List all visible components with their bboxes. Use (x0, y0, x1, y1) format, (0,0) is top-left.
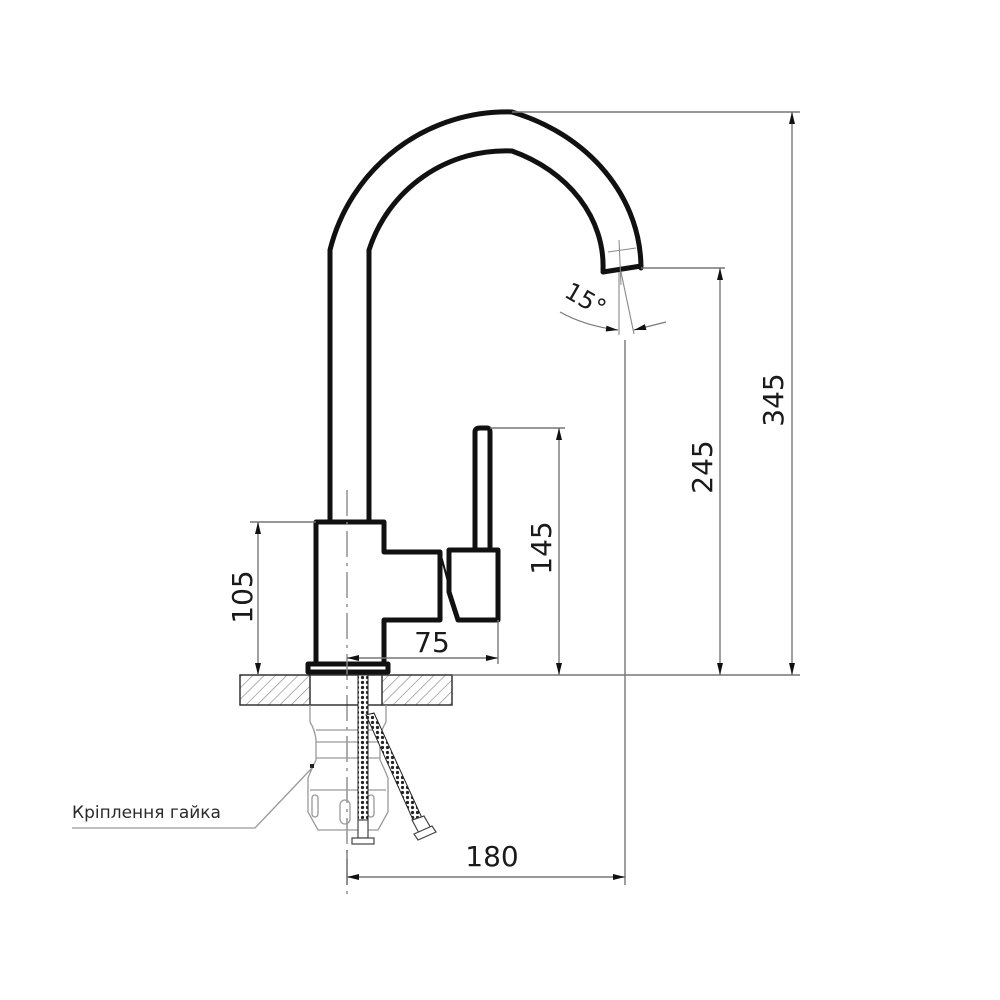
mounting-nut-callout: Кріплення гайка (72, 767, 313, 829)
dimension-label-245: 245 (686, 440, 719, 493)
dimension-label-180: 180 (465, 840, 518, 873)
faucet-body (305, 490, 443, 900)
mounting-nut-label: Кріплення гайка (72, 803, 221, 823)
dimension-spout-reach: 180 (347, 840, 625, 880)
countertop-section (239, 674, 453, 706)
dimension-label-105: 105 (226, 570, 259, 623)
dimension-spout-angle: 15° (559, 271, 667, 335)
dimension-handle-height: 145 (525, 428, 562, 675)
dimension-handle-reach: 75 (347, 626, 498, 661)
dimension-label-345: 345 (757, 373, 790, 426)
flexible-hoses (351, 674, 437, 845)
dimension-label-145: 145 (525, 521, 558, 574)
handle-lever (440, 425, 501, 623)
dimension-spout-height: 245 (686, 268, 723, 675)
spout (327, 109, 644, 525)
dimension-label-75: 75 (414, 626, 450, 659)
dimension-body-height: 105 (226, 522, 261, 675)
dimension-total-height: 345 (757, 112, 795, 675)
